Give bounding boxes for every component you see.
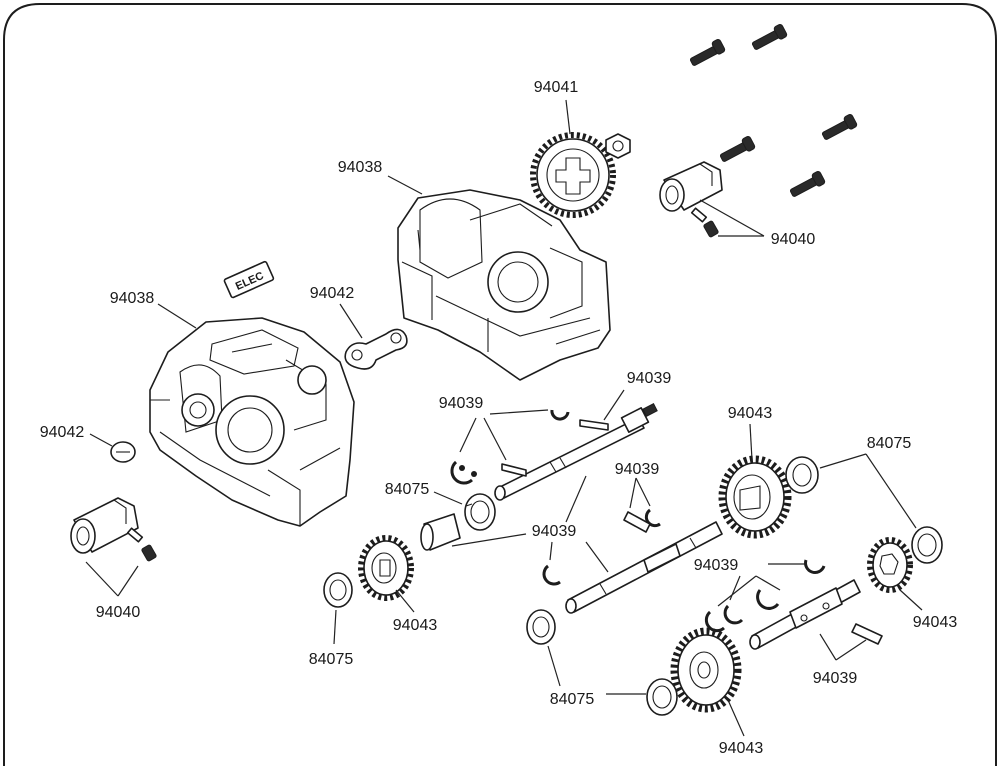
label-94039-b: 94039 bbox=[439, 395, 484, 412]
label-94042-top: 94042 bbox=[310, 285, 355, 302]
gear-94043-upper bbox=[718, 455, 792, 539]
ball-bearing bbox=[464, 493, 496, 531]
pin bbox=[501, 463, 527, 477]
shaft-lower bbox=[749, 579, 861, 650]
e-clip bbox=[704, 610, 725, 633]
set-screw bbox=[126, 527, 157, 562]
ball-bearing bbox=[526, 609, 556, 645]
label-94043-c: 94043 bbox=[913, 614, 958, 631]
set-screw bbox=[690, 207, 719, 238]
leader-lines bbox=[85, 99, 923, 737]
pin bbox=[579, 419, 609, 431]
output-cup-left bbox=[70, 497, 139, 554]
gearbox-case-half-left bbox=[149, 317, 355, 527]
label-94040-right: 94040 bbox=[771, 231, 816, 248]
case-plug bbox=[110, 441, 136, 463]
pin bbox=[623, 511, 651, 533]
label-94038-top: 94038 bbox=[338, 159, 383, 176]
gear-94043-right bbox=[867, 537, 913, 593]
label-84075-c: 84075 bbox=[309, 651, 354, 668]
e-clip bbox=[542, 564, 561, 586]
label-94039-d: 94039 bbox=[532, 523, 577, 540]
e-clip bbox=[756, 589, 780, 610]
diagram-border bbox=[3, 3, 997, 766]
label-94039-c: 94039 bbox=[615, 461, 660, 478]
ball-bearing bbox=[646, 678, 678, 716]
screw bbox=[789, 171, 826, 197]
label-94039-a: 94039 bbox=[627, 370, 672, 387]
spur-gear-94041 bbox=[530, 132, 616, 218]
label-94043-b: 94043 bbox=[393, 617, 438, 634]
ball-bearing bbox=[911, 526, 943, 564]
e-clip bbox=[723, 604, 744, 625]
label-84075-d: 84075 bbox=[550, 691, 595, 708]
lock-nut bbox=[605, 133, 631, 159]
label-94039-e: 94039 bbox=[694, 557, 739, 574]
gear-94043-bottom bbox=[670, 627, 742, 713]
screw bbox=[689, 39, 726, 66]
gearbox-case-half-top bbox=[397, 189, 611, 381]
label-94042-left: 94042 bbox=[40, 424, 85, 441]
e-clip bbox=[550, 409, 570, 421]
label-84075-b: 84075 bbox=[867, 435, 912, 452]
label-94039-f: 94039 bbox=[813, 670, 858, 687]
label-94043-d: 94043 bbox=[719, 740, 764, 757]
elec-emblem: ELEC bbox=[223, 260, 275, 299]
ball-bearing bbox=[785, 456, 819, 494]
shaft-middle bbox=[565, 521, 723, 614]
pin bbox=[851, 623, 883, 645]
ball-bearing bbox=[323, 572, 353, 608]
label-94041: 94041 bbox=[534, 79, 579, 96]
label-94038-left: 94038 bbox=[110, 290, 155, 307]
screw bbox=[719, 136, 756, 162]
screw bbox=[821, 114, 858, 140]
spacer-tube bbox=[420, 513, 461, 551]
output-cup-right bbox=[659, 161, 723, 212]
gear-94043-left bbox=[358, 535, 414, 601]
shaft-upper bbox=[494, 403, 658, 501]
e-clip bbox=[450, 460, 477, 485]
retaining-plate bbox=[344, 328, 408, 370]
label-94040-left: 94040 bbox=[96, 604, 141, 621]
part-labels: 94041 94038 94038 94042 94042 94040 9404… bbox=[40, 79, 958, 757]
label-84075-a: 84075 bbox=[385, 481, 430, 498]
screw bbox=[751, 24, 788, 50]
e-clip bbox=[804, 559, 826, 574]
label-94043-a: 94043 bbox=[728, 405, 773, 422]
